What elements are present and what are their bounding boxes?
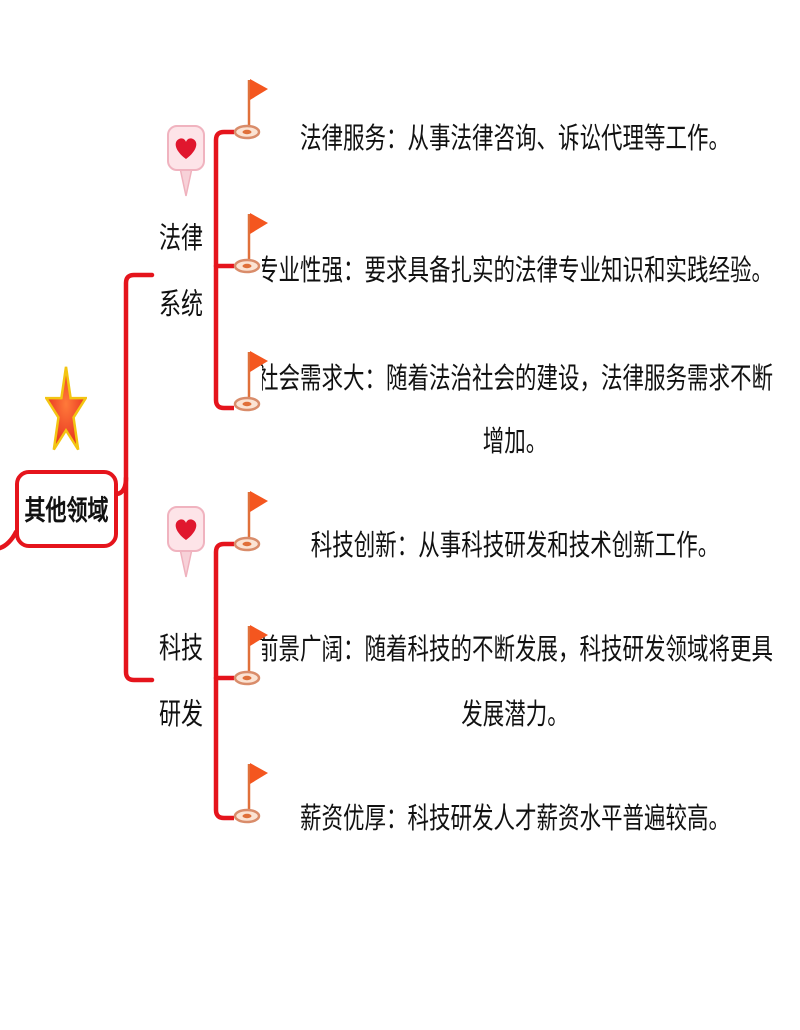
- flag-icon: [233, 491, 268, 568]
- star-icon: [45, 365, 87, 457]
- flag-icon: [233, 763, 268, 840]
- leaf-text-prospects-line-1: 前景广阔：随着科技的不断发展，科技研发领域将更具: [256, 633, 773, 668]
- tech-branch-bracket: [213, 541, 239, 821]
- heart-icon: [167, 506, 205, 578]
- flag-icon: [233, 351, 268, 428]
- root-node: 其他领域: [15, 470, 118, 548]
- root-tail-line: [0, 529, 19, 551]
- leaf-text-tech-innovation: 科技创新：从事科技研发和技术创新工作。: [310, 529, 720, 564]
- branch-label-legal-line-2: 系统: [158, 288, 203, 323]
- root-label: 其他领域: [24, 494, 109, 526]
- leaf-text-legal-services: 法律服务：从事法律咨询、诉讼代理等工作。: [299, 122, 730, 157]
- trunk-bracket: [123, 272, 155, 683]
- branch-label-tech-line-2: 研发: [158, 698, 203, 733]
- branch-label-tech-line-1: 科技: [158, 632, 203, 667]
- legal-branch-bracket: [213, 129, 239, 411]
- leaf-text-professional: 专业性强：要求具备扎实的法律专业知识和实践经验。: [256, 254, 773, 289]
- flag-icon: [233, 79, 268, 156]
- leaf-text-social-demand-line-2: 增加。: [482, 425, 548, 460]
- leaf-text-salary: 薪资优厚：科技研发人才薪资水平普遍较高。: [299, 802, 730, 837]
- flag-icon: [233, 625, 268, 702]
- flag-icon: [233, 213, 268, 290]
- branch-label-legal-line-1: 法律: [158, 222, 203, 257]
- heart-icon: [167, 125, 205, 197]
- leaf-text-prospects-line-2: 发展潜力。: [461, 698, 569, 733]
- leaf-text-social-demand-line-1: 社会需求大：随着法治社会的建设，法律服务需求不断: [256, 362, 773, 397]
